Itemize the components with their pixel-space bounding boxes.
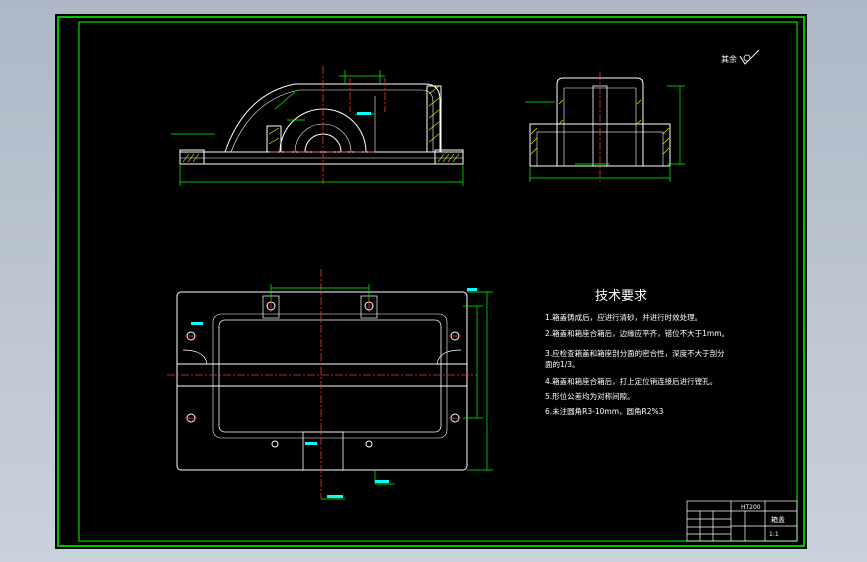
top-view-dimensions xyxy=(191,284,493,500)
drawing-sheet: 其余 xyxy=(55,14,807,549)
sheet-border xyxy=(57,16,805,547)
title-block-part-name: 箱盖 xyxy=(771,515,785,524)
tech-req-item-4: 4.箱盖和箱座合箱后，打上定位销连接后进行镗孔。 xyxy=(545,376,717,386)
title-block-text: HT200 箱盖 1:1 xyxy=(741,504,785,538)
tech-req-item-1: 1.箱盖铸成后，应进行清砂，并进行时效处理。 xyxy=(545,312,702,322)
title-block-material: HT200 xyxy=(741,504,761,511)
front-view-leader-labels xyxy=(357,112,371,115)
front-view-centerlines xyxy=(270,66,386,184)
title-block xyxy=(686,500,798,542)
top-view-leader-labels xyxy=(191,288,477,498)
tech-req-item-3: 3.应检查箱盖和箱座剖分面的密合性，深度不大于剖分 xyxy=(545,348,725,358)
title-block-scale: 1:1 xyxy=(769,531,779,538)
top-view xyxy=(176,291,468,471)
tech-req-item-2: 2.箱盖和箱座合箱后，边缘应平齐，错位不大于1mm。 xyxy=(545,328,729,338)
tech-req-item-5: 5.形位公差均为对称间隙。 xyxy=(545,391,635,401)
surface-symbol-label: 其余 xyxy=(721,54,737,64)
tech-req-item-3-cont: 面的1/3。 xyxy=(545,359,580,369)
surface-finish-symbol: 其余 xyxy=(721,49,760,65)
technical-requirements: 技术要求 1.箱盖铸成后，应进行清砂，并进行时效处理。 2.箱盖和箱座合箱后，边… xyxy=(545,289,729,416)
top-view-centerlines xyxy=(167,269,477,499)
cad-drawing-canvas: 其余 xyxy=(57,16,805,547)
side-view-hatch xyxy=(530,99,670,155)
tech-req-item-6: 6.未注圆角R3-10mm，圆角R2%3 xyxy=(545,406,664,416)
side-view-dimensions xyxy=(525,85,685,182)
front-view-hatch xyxy=(182,85,460,163)
front-view-dimensions xyxy=(171,70,464,186)
tech-req-title: 技术要求 xyxy=(595,289,647,304)
front-view xyxy=(179,83,464,165)
